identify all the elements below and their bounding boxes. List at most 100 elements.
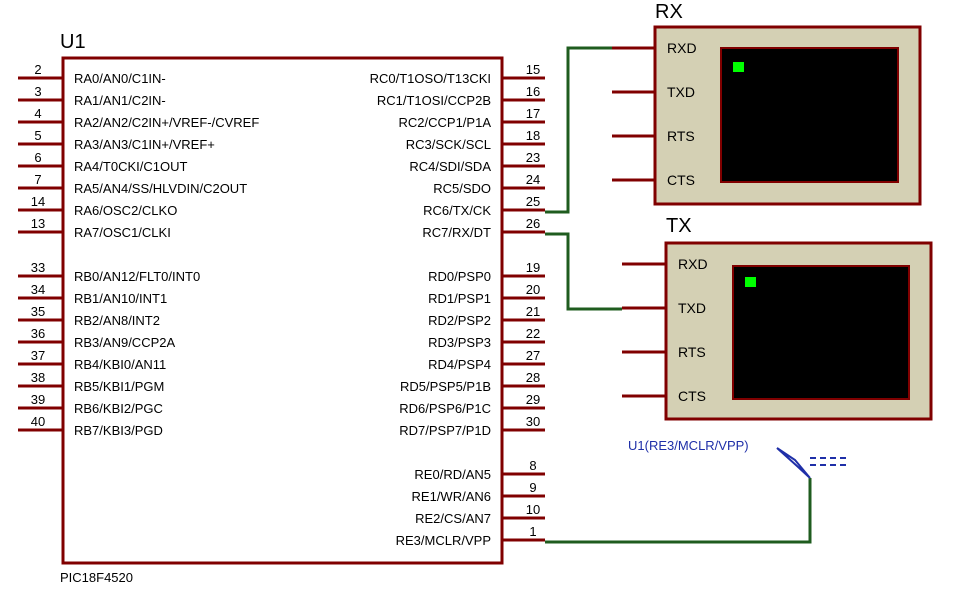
pin-number: 9	[529, 480, 536, 495]
wire-rc7-to-tx-txd	[545, 232, 622, 311]
pin-number: 26	[526, 216, 540, 231]
pin-name: RB5/KBI1/PGM	[74, 379, 164, 394]
terminal-pin[interactable]: TXD	[612, 84, 695, 100]
terminal-rx[interactable]: RX RXD TXD RTS CTS	[612, 1, 922, 206]
pin-name: RA3/AN3/C1IN+/VREF+	[74, 137, 215, 152]
terminal-title: RX	[655, 1, 683, 23]
pin-name: RA0/AN0/C1IN-	[74, 71, 166, 86]
pin-name: RA5/AN4/SS/HLVDIN/C2OUT	[74, 181, 247, 196]
terminal-pin[interactable]: TXD	[622, 300, 706, 316]
pin-name: RA2/AN2/C2IN+/VREF-/CVREF	[74, 115, 259, 130]
pin-name: RC1/T1OSI/CCP2B	[377, 93, 491, 108]
voltage-probe[interactable]: U1(RE3/MCLR/VPP)	[628, 438, 850, 479]
wires	[545, 46, 812, 544]
terminal-pin[interactable]: CTS	[612, 172, 695, 188]
pin-name: RD5/PSP5/P1B	[400, 379, 491, 394]
microcontroller-u1[interactable]: U1 PIC18F4520 2RA0/AN0/C1IN-3RA1/AN1/C2I…	[18, 31, 545, 585]
pin-number: 24	[526, 172, 540, 187]
terminal-pin-label: CTS	[678, 388, 706, 404]
pin-number: 20	[526, 282, 540, 297]
pin-number: 18	[526, 128, 540, 143]
terminal-pin[interactable]: RTS	[622, 344, 706, 360]
pin-number: 4	[34, 106, 41, 121]
terminal-pin[interactable]: RTS	[612, 128, 695, 144]
terminal-pin[interactable]: RXD	[612, 40, 697, 56]
pin-name: RD1/PSP1	[428, 291, 491, 306]
pin-name: RD6/PSP6/P1C	[399, 401, 491, 416]
chip-body	[61, 56, 504, 565]
chip-right-pins: 15RC0/T1OSO/T13CKI16RC1/T1OSI/CCP2B17RC2…	[370, 62, 545, 548]
pin-number: 36	[31, 326, 45, 341]
pin-number: 38	[31, 370, 45, 385]
terminal-pin-label: RXD	[667, 40, 697, 56]
pin-name: RE0/RD/AN5	[414, 467, 491, 482]
pin-number: 21	[526, 304, 540, 319]
terminal-pin[interactable]: CTS	[622, 388, 706, 404]
pin-number: 25	[526, 194, 540, 209]
pin-name: RB4/KBI0/AN11	[74, 357, 166, 372]
pin-name: RB3/AN9/CCP2A	[74, 335, 175, 350]
terminal-pin-label: RTS	[667, 128, 695, 144]
pin-name: RB0/AN12/FLT0/INT0	[74, 269, 200, 284]
pin-number: 7	[34, 172, 41, 187]
pin-name: RB1/AN10/INT1	[74, 291, 167, 306]
pin-number: 14	[31, 194, 45, 209]
pin-number: 10	[526, 502, 540, 517]
pin-number: 34	[31, 282, 45, 297]
pin-number: 28	[526, 370, 540, 385]
pin-number: 2	[34, 62, 41, 77]
pin-number: 27	[526, 348, 540, 363]
pin-name: RA7/OSC1/CLKI	[74, 225, 171, 240]
wire-re3-to-probe	[545, 478, 812, 544]
pin-number: 23	[526, 150, 540, 165]
pin-name: RE2/CS/AN7	[415, 511, 491, 526]
pin-number: 6	[34, 150, 41, 165]
pin-number: 13	[31, 216, 45, 231]
pin-name: RC5/SDO	[433, 181, 491, 196]
pin-number: 22	[526, 326, 540, 341]
terminal-pin-label: TXD	[667, 84, 695, 100]
terminal-screen[interactable]	[720, 47, 899, 183]
terminal-screen[interactable]	[732, 265, 910, 400]
terminal-pin[interactable]: RXD	[622, 256, 708, 272]
